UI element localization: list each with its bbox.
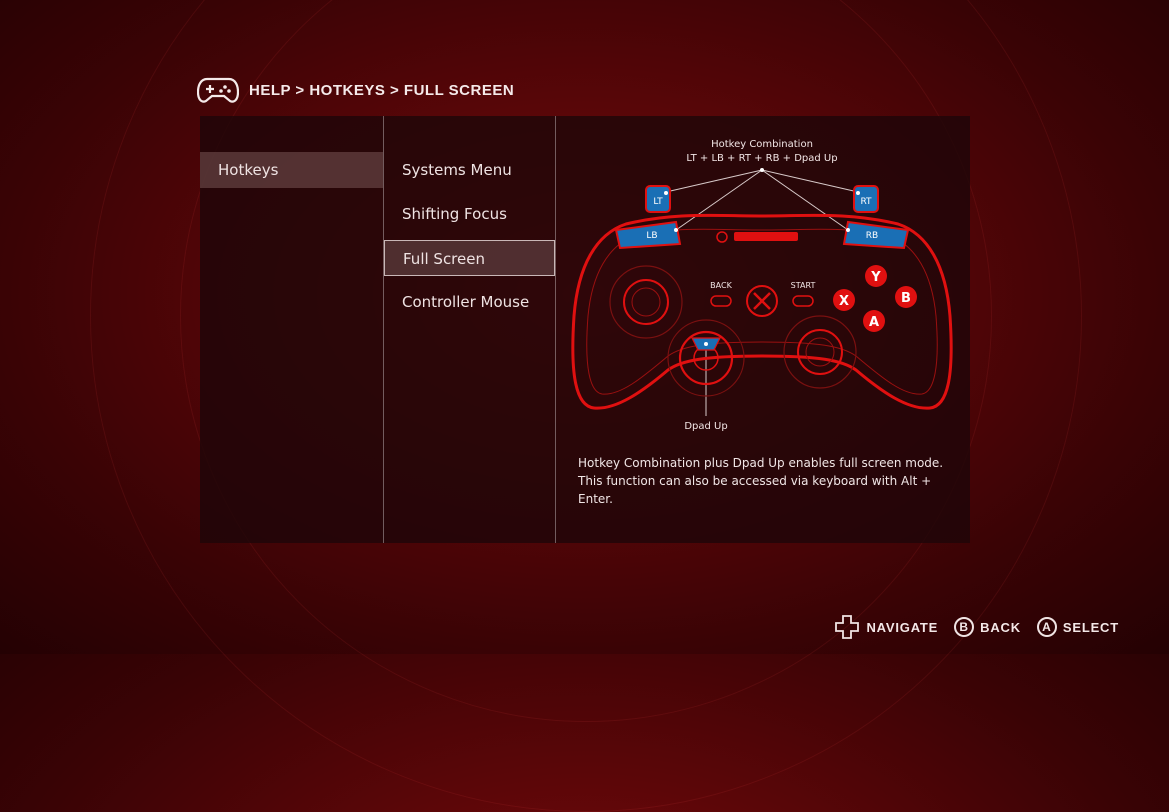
y-label: Y: [870, 270, 881, 285]
start-label: START: [791, 281, 816, 290]
navigate-label: NAVIGATE: [866, 619, 939, 635]
callout-lines: [665, 169, 859, 416]
lb-button: [614, 220, 682, 250]
x-label: X: [839, 294, 849, 309]
description-line-1: Hotkey Combination plus Dpad Up enables …: [578, 456, 944, 470]
left-stick: [623, 279, 669, 325]
breadcrumb: HELP > HOTKEYS > FULL SCREEN: [197, 73, 514, 107]
lt-label: LT: [653, 197, 663, 207]
select-label: SELECT: [1062, 619, 1119, 635]
face-buttons: Y X B A: [833, 265, 917, 332]
back-hint[interactable]: B BACK: [954, 617, 1021, 637]
select-hint[interactable]: A SELECT: [1036, 617, 1119, 637]
dpad: [678, 330, 734, 386]
lt-button: [645, 185, 671, 213]
topic-item-systems-menu[interactable]: Systems Menu: [402, 161, 512, 179]
dpad-up-label: Dpad Up: [684, 421, 727, 432]
y-button: [865, 265, 887, 287]
detail-pane: Hotkey Combination LT + LB + RT + RB + D…: [556, 116, 970, 543]
start-button: [792, 295, 814, 307]
a-label: A: [869, 315, 879, 330]
category-list: Hotkeys: [200, 116, 384, 543]
right-stick: [797, 329, 843, 375]
b-button: [895, 286, 917, 308]
rt-button: [853, 185, 879, 213]
back-label: BACK: [710, 281, 732, 290]
a-button: [863, 310, 885, 332]
b-label: B: [901, 291, 911, 306]
topic-item-controller-mouse[interactable]: Controller Mouse: [402, 293, 530, 311]
help-panel: Hotkeys Systems Menu Shifting Focus Full…: [200, 116, 970, 543]
left-stick-ring: [609, 265, 683, 339]
lb-label: LB: [646, 231, 657, 241]
b-button-icon: B: [954, 617, 975, 637]
guide-button: [746, 285, 778, 317]
topic-item-full-screen[interactable]: Full Screen: [384, 240, 555, 276]
back-label: BACK: [980, 619, 1021, 635]
dpad-icon: [835, 615, 860, 639]
rb-label: RB: [866, 231, 878, 241]
dpad-ring: [667, 319, 745, 397]
led-bar: [734, 232, 798, 241]
topic-item-shifting-focus[interactable]: Shifting Focus: [402, 205, 507, 223]
category-item-hotkeys[interactable]: Hotkeys: [200, 152, 383, 188]
controller-diagram: Hotkey Combination LT + LB + RT + RB + D…: [571, 139, 953, 432]
topic-list: Systems Menu Shifting Focus Full Screen …: [384, 116, 556, 543]
gamepad-icon: [197, 77, 239, 103]
controller-body: [571, 213, 953, 410]
footer-hints: NAVIGATE B BACK A SELECT: [826, 613, 1119, 641]
rt-label: RT: [860, 197, 872, 207]
x-button: [833, 289, 855, 311]
page-title: HELP > HOTKEYS > FULL SCREEN: [249, 81, 515, 99]
navigate-hint[interactable]: NAVIGATE: [834, 614, 938, 640]
right-stick-ring: [783, 315, 857, 389]
rb-button: [842, 220, 910, 250]
a-button-icon: A: [1036, 617, 1057, 637]
combo-keys: LT + LB + RT + RB + Dpad Up: [686, 153, 837, 164]
description: Hotkey Combination plus Dpad Up enables …: [578, 454, 968, 508]
led-indicator: [716, 231, 728, 243]
controller-inner-outline: [586, 228, 938, 395]
combo-title: Hotkey Combination: [711, 139, 813, 150]
description-line-2: This function can also be accessed via k…: [578, 474, 932, 506]
back-button: [710, 295, 732, 307]
